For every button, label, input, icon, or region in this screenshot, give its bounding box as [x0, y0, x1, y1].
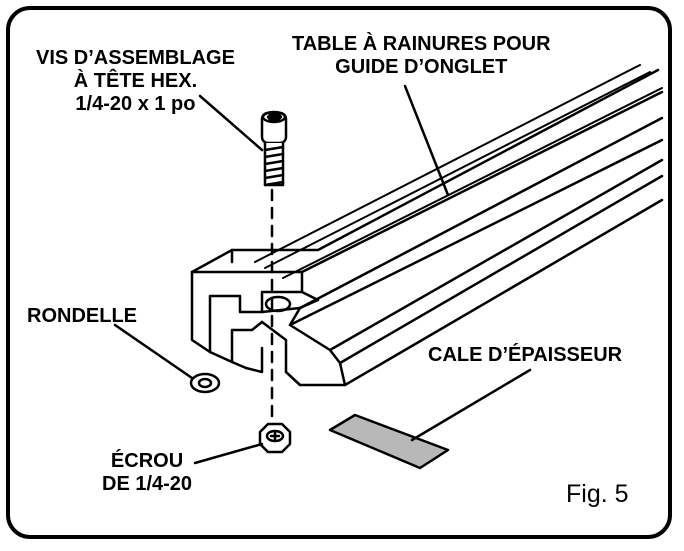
screw-label: VIS D’ASSEMBLAGE À TÊTE HEX. 1/4-20 x 1 …: [36, 47, 235, 116]
shim-label: CALE D’ÉPAISSEUR: [428, 344, 623, 366]
leader-shim: [410, 368, 532, 442]
table-label: TABLE À RAINURES POUR GUIDE D’ONGLET: [292, 33, 551, 79]
figure-frame: [6, 6, 672, 539]
screw-label-line1: VIS D’ASSEMBLAGE: [36, 47, 235, 69]
leader-washer: [113, 323, 194, 380]
nut-label-line1: ÉCROU: [110, 450, 184, 472]
nut-label-line2: DE 1/4-20: [102, 473, 193, 495]
nut-label: ÉCROU DE 1/4-20: [102, 450, 192, 496]
table-label-line1: TABLE À RAINURES POUR: [292, 33, 551, 55]
screw-label-line2: À TÊTE HEX.: [73, 70, 198, 92]
hex-cap-screw: [260, 110, 288, 187]
shim: [328, 413, 450, 470]
table-label-line2: GUIDE D’ONGLET: [335, 56, 508, 78]
screw-label-line3: 1/4-20 x 1 po: [75, 93, 196, 115]
leader-nut: [193, 442, 264, 465]
slot-hole: [264, 295, 292, 313]
leader-table: [403, 84, 450, 197]
leader-screw: [198, 94, 264, 152]
washer-label: RONDELLE: [27, 305, 137, 327]
miter-slot-table-rail: [190, 64, 664, 387]
washer: [189, 372, 221, 394]
hex-nut: [258, 422, 292, 454]
washer-hole: [197, 377, 213, 389]
figure-caption: Fig. 5: [566, 480, 629, 508]
